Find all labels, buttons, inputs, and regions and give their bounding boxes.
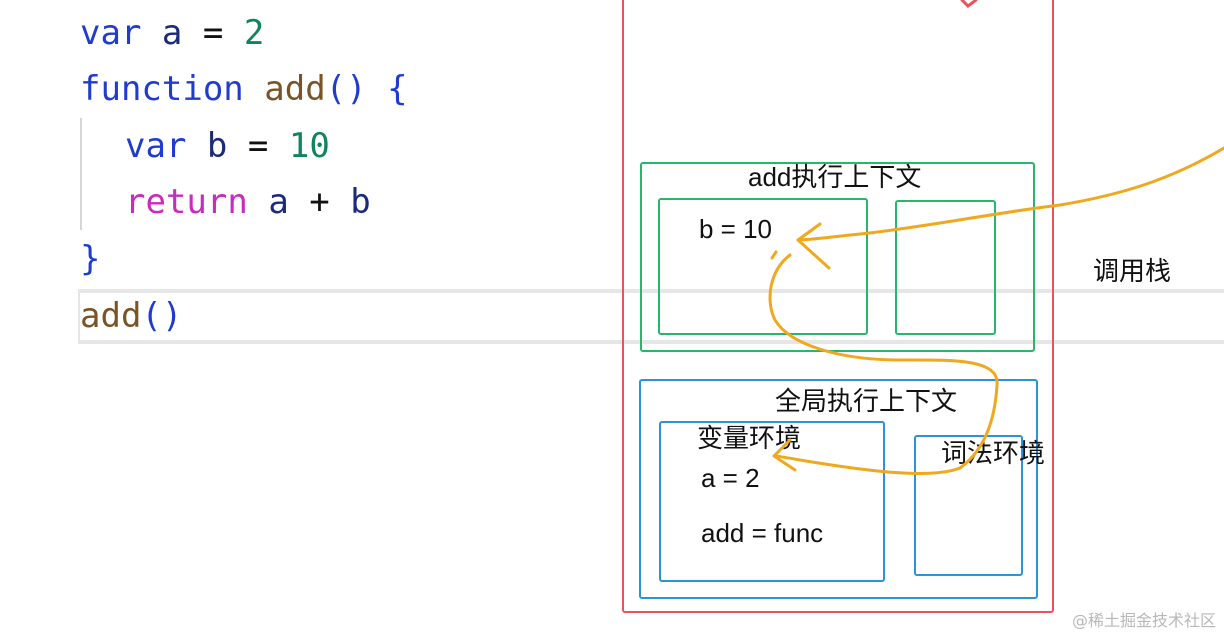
- brace: {: [387, 69, 408, 109]
- global-var-env-box: [659, 421, 885, 582]
- parens: (): [141, 296, 183, 336]
- indent-guide: [80, 118, 82, 230]
- global-context-title: 全局执行上下文: [775, 386, 958, 416]
- current-line-highlight-bottom: [78, 340, 1224, 344]
- code-line-3: var b = 10: [125, 121, 330, 171]
- parens: (): [325, 69, 367, 109]
- add-context-title: add执行上下文: [748, 162, 922, 192]
- global-context-box: [639, 379, 1038, 599]
- scope-chain-arrow-line: [768, 253, 999, 475]
- code-line-2: function add() {: [80, 64, 408, 114]
- watermark: @稀土掘金技术社区: [1071, 611, 1216, 630]
- keyword: function: [80, 69, 244, 109]
- code-line-6: add(): [80, 291, 182, 341]
- call-stack-box: [622, 0, 1054, 613]
- code-line-4: return a + b: [125, 177, 371, 227]
- function-name: add: [264, 69, 326, 109]
- identifier: a: [268, 182, 289, 222]
- upward-tick: [770, 250, 778, 260]
- number-literal: 2: [243, 13, 265, 53]
- top-red-tick: [960, 0, 978, 8]
- identifier: a: [161, 13, 183, 53]
- function-name: add: [80, 296, 142, 336]
- operator: =: [202, 13, 224, 53]
- global-var-add: add = func: [701, 518, 824, 548]
- keyword: return: [125, 182, 248, 222]
- add-var-text: b = 10: [699, 214, 773, 244]
- add-var-env-box: [658, 198, 868, 335]
- keyword: var: [80, 13, 142, 53]
- incoming-arrow-line: [796, 146, 1224, 242]
- scope-chain-arrow-head: [772, 438, 797, 472]
- add-context-box: [640, 162, 1035, 352]
- operator: =: [247, 126, 269, 166]
- global-lex-env-box: [914, 435, 1023, 576]
- identifier: b: [350, 182, 371, 222]
- brace: }: [80, 239, 101, 279]
- operator: +: [309, 182, 330, 222]
- keyword: var: [125, 126, 187, 166]
- incoming-arrow-head: [796, 222, 831, 270]
- call-stack-label: 调用栈: [1093, 256, 1172, 286]
- identifier: b: [206, 126, 228, 166]
- lex-env-title: 词法环境: [941, 438, 1046, 468]
- current-line-highlight-left: [78, 289, 80, 344]
- add-lex-env-box: [895, 200, 996, 335]
- global-var-a: a = 2: [701, 463, 760, 493]
- code-line-1: var a = 2: [80, 8, 264, 58]
- code-line-5: }: [80, 234, 100, 284]
- number-literal: 10: [288, 126, 330, 166]
- current-line-highlight-top: [78, 289, 1224, 293]
